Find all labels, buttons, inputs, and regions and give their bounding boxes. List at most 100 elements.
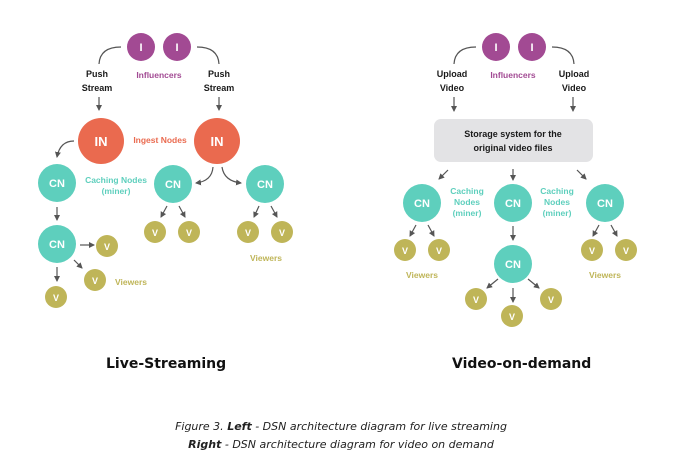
svg-text:CN: CN <box>257 179 273 191</box>
caching-node: CN <box>38 164 76 202</box>
svg-text:CN: CN <box>597 198 613 210</box>
arrow <box>527 278 540 289</box>
figure-caption-line2: Right - DSN architecture diagram for vid… <box>0 438 682 451</box>
caption-right-text: - DSN architecture diagram for video on … <box>221 438 494 451</box>
caching-nodes-label: Caching <box>540 186 574 196</box>
arrow <box>253 205 260 218</box>
storage-label: Storage system for the <box>464 129 562 139</box>
caption-left-text: - DSN architecture diagram for live stre… <box>251 420 507 433</box>
arrow <box>438 169 449 180</box>
arrow <box>486 278 499 289</box>
arrow <box>221 166 242 186</box>
svg-text:V: V <box>402 246 408 256</box>
arrow <box>270 205 278 218</box>
svg-text:I: I <box>494 42 497 54</box>
push-stream-label: Stream <box>204 83 235 93</box>
svg-text:I: I <box>139 42 142 54</box>
viewer-node: V <box>178 221 200 243</box>
connector-line <box>98 46 122 65</box>
influencer-node: I <box>163 33 191 61</box>
viewer-node: V <box>581 239 603 261</box>
caching-node: CN <box>403 184 441 222</box>
caching-node: CN <box>246 165 284 203</box>
svg-text:V: V <box>623 246 629 256</box>
svg-text:CN: CN <box>49 239 65 251</box>
svg-text:I: I <box>175 42 178 54</box>
arrow <box>160 205 168 218</box>
svg-text:V: V <box>589 246 595 256</box>
viewer-node: V <box>501 305 523 327</box>
caching-node: CN <box>494 245 532 283</box>
svg-text:V: V <box>53 293 59 303</box>
caching-nodes-label: Nodes <box>544 197 570 207</box>
arrow <box>592 224 600 237</box>
arrow <box>178 205 186 218</box>
viewer-node: V <box>96 235 118 257</box>
caching-node: CN <box>38 225 76 263</box>
upload-video-label: Video <box>440 83 465 93</box>
viewer-node: V <box>45 286 67 308</box>
figure-caption-line1: Figure 3. Left - DSN architecture diagra… <box>0 420 682 433</box>
caption-right-label: Right <box>188 438 222 451</box>
svg-text:CN: CN <box>505 198 521 210</box>
storage-system-box: Storage system for the original video fi… <box>434 119 593 162</box>
svg-text:V: V <box>186 228 192 238</box>
connector-line <box>453 46 477 65</box>
arrow <box>576 169 587 180</box>
influencer-node: I <box>482 33 510 61</box>
viewer-node: V <box>144 221 166 243</box>
svg-text:CN: CN <box>414 198 430 210</box>
caching-node: CN <box>586 184 624 222</box>
svg-text:CN: CN <box>49 178 65 190</box>
arrow <box>427 224 435 237</box>
influencer-node: I <box>127 33 155 61</box>
viewer-node: V <box>84 269 106 291</box>
caching-nodes-label: (miner) <box>102 186 131 196</box>
live-streaming-diagram: I I Influencers Push Stream Push Stream … <box>38 33 293 308</box>
ingest-node: IN <box>78 118 124 164</box>
storage-label: original video files <box>473 143 552 153</box>
viewer-node: V <box>394 239 416 261</box>
viewer-node: V <box>271 221 293 243</box>
svg-text:V: V <box>245 228 251 238</box>
svg-text:V: V <box>104 242 110 252</box>
viewers-label: Viewers <box>250 253 282 263</box>
caching-nodes-label: Nodes <box>454 197 480 207</box>
caching-nodes-label: Caching <box>450 186 484 196</box>
viewer-node: V <box>428 239 450 261</box>
caching-nodes-label: (miner) <box>543 208 572 218</box>
viewer-node: V <box>615 239 637 261</box>
arrow <box>409 224 417 237</box>
svg-text:CN: CN <box>505 259 521 271</box>
video-on-demand-diagram: I I Influencers Upload Video Upload Vide… <box>394 33 637 327</box>
video-on-demand-title: Video-on-demand <box>452 356 592 372</box>
influencers-label: Influencers <box>136 70 182 80</box>
svg-text:V: V <box>509 312 515 322</box>
live-streaming-title: Live-Streaming <box>106 356 227 372</box>
viewers-label: Viewers <box>115 277 147 287</box>
upload-video-label: Upload <box>559 69 590 79</box>
viewers-label: Viewers <box>589 270 621 280</box>
svg-text:V: V <box>548 295 554 305</box>
connector-line <box>196 46 220 65</box>
influencer-node: I <box>518 33 546 61</box>
svg-text:V: V <box>152 228 158 238</box>
svg-text:I: I <box>530 42 533 54</box>
svg-text:CN: CN <box>165 179 181 191</box>
arrow <box>195 166 214 186</box>
ingest-nodes-label: Ingest Nodes <box>133 135 187 145</box>
viewer-node: V <box>540 288 562 310</box>
svg-text:V: V <box>473 295 479 305</box>
svg-text:V: V <box>279 228 285 238</box>
svg-text:IN: IN <box>95 134 108 149</box>
push-stream-label: Push <box>86 69 108 79</box>
push-stream-label: Stream <box>82 83 113 93</box>
viewers-label: Viewers <box>406 270 438 280</box>
caption-prefix: Figure 3. <box>175 420 228 433</box>
caching-node: CN <box>494 184 532 222</box>
upload-video-label: Upload <box>437 69 468 79</box>
viewer-node: V <box>465 288 487 310</box>
ingest-node: IN <box>194 118 240 164</box>
caching-node: CN <box>154 165 192 203</box>
